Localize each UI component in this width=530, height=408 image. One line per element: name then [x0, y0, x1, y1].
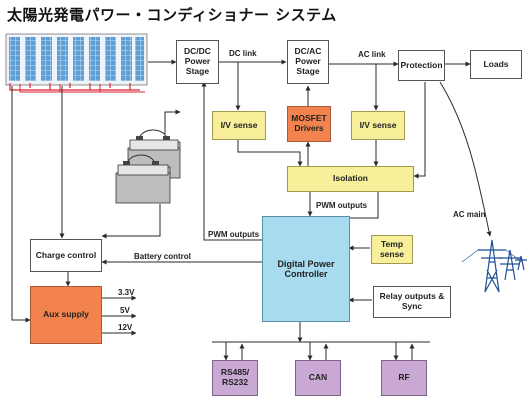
pwm-outputs-left-label: PWM outputs: [208, 230, 260, 239]
dcdc-power-stage: DC/DC Power Stage: [176, 40, 219, 84]
isolation-block: Isolation: [287, 166, 414, 192]
rs485-rs232: RS485/ RS232: [212, 360, 258, 396]
relay-outputs-sync: Relay outputs & Sync: [373, 286, 451, 318]
dc-link-label: DC link: [229, 49, 257, 58]
v5-label: 5V: [120, 306, 130, 315]
can-block: CAN: [295, 360, 341, 396]
solar-panel-icon: [5, 33, 148, 93]
dcac-power-stage: DC/AC Power Stage: [287, 40, 329, 84]
iv-sense-dc: I/V sense: [212, 111, 266, 140]
connection-lines: [11, 59, 492, 361]
pwm-outputs-top-label: PWM outputs: [316, 201, 368, 210]
battery-icon: [115, 129, 181, 204]
temp-sense: Temp sense: [371, 235, 413, 264]
mosfet-drivers: MOSFET Drivers: [287, 106, 331, 142]
battery-control-label: Battery control: [134, 252, 191, 261]
v12-label: 12V: [118, 323, 133, 332]
loads-block: Loads: [470, 50, 522, 79]
ac-link-label: AC link: [358, 50, 386, 59]
protection-block: Protection: [398, 50, 445, 81]
rf-block: RF: [381, 360, 427, 396]
power-tower-icon: [461, 239, 527, 293]
digital-power-controller: Digital Power Controller: [262, 216, 350, 322]
iv-sense-ac: I/V sense: [351, 111, 405, 140]
v33-label: 3.3V: [118, 288, 135, 297]
charge-control: Charge control: [30, 239, 102, 272]
aux-supply: Aux supply: [30, 286, 102, 344]
ac-main-label: AC main: [453, 210, 486, 219]
title: 太陽光発電パワー・コンディショナー システム: [7, 6, 337, 24]
